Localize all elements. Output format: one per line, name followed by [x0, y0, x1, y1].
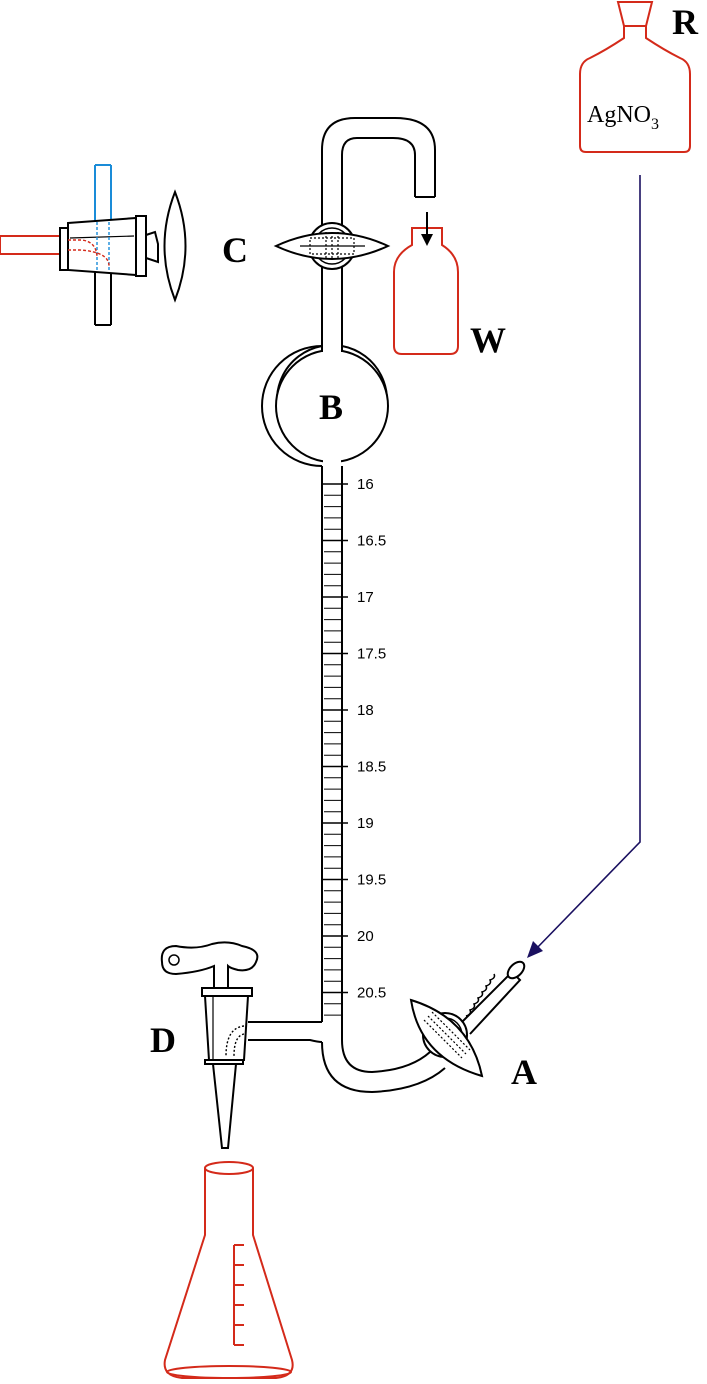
tick-label: 20 [357, 928, 374, 945]
top-u-tube [321, 117, 436, 222]
bulb-B [261, 338, 389, 474]
side-stopcock-detail [0, 164, 187, 326]
waste-bottle-W [393, 227, 459, 355]
tick-label: 19 [357, 815, 374, 832]
stopcock-A [409, 960, 526, 1078]
erlenmeyer-flask [163, 1161, 294, 1379]
tick-label: 16 [357, 476, 374, 493]
label-B: B [319, 387, 343, 427]
label-C: C [222, 230, 248, 270]
label-W: W [470, 320, 506, 360]
tick-label: 16.5 [357, 533, 386, 550]
stopcock-C [273, 222, 391, 340]
drip-arrow [421, 212, 433, 246]
burette-tube [321, 466, 343, 1040]
tick-label: 17.5 [357, 646, 386, 663]
tick-label: 17 [357, 589, 374, 606]
tick-label: 18.5 [357, 759, 386, 776]
label-R: R [672, 2, 699, 42]
burette-graduations: 16 16.5 17 17.5 18 18.5 19 19.5 20 20.5 [322, 476, 386, 1016]
reagent-bottle-R [579, 0, 691, 153]
reagent-formula: AgNO3 [587, 102, 659, 133]
label-D: D [150, 1020, 176, 1060]
bottom-connection [248, 1021, 446, 1094]
tick-label: 19.5 [357, 872, 386, 889]
feed-line [534, 175, 641, 951]
label-A: A [511, 1052, 537, 1092]
tick-label: 20.5 [357, 985, 386, 1002]
tick-label: 18 [357, 702, 374, 719]
feed-arrowhead [527, 941, 543, 958]
stopcock-D [160, 941, 259, 1149]
